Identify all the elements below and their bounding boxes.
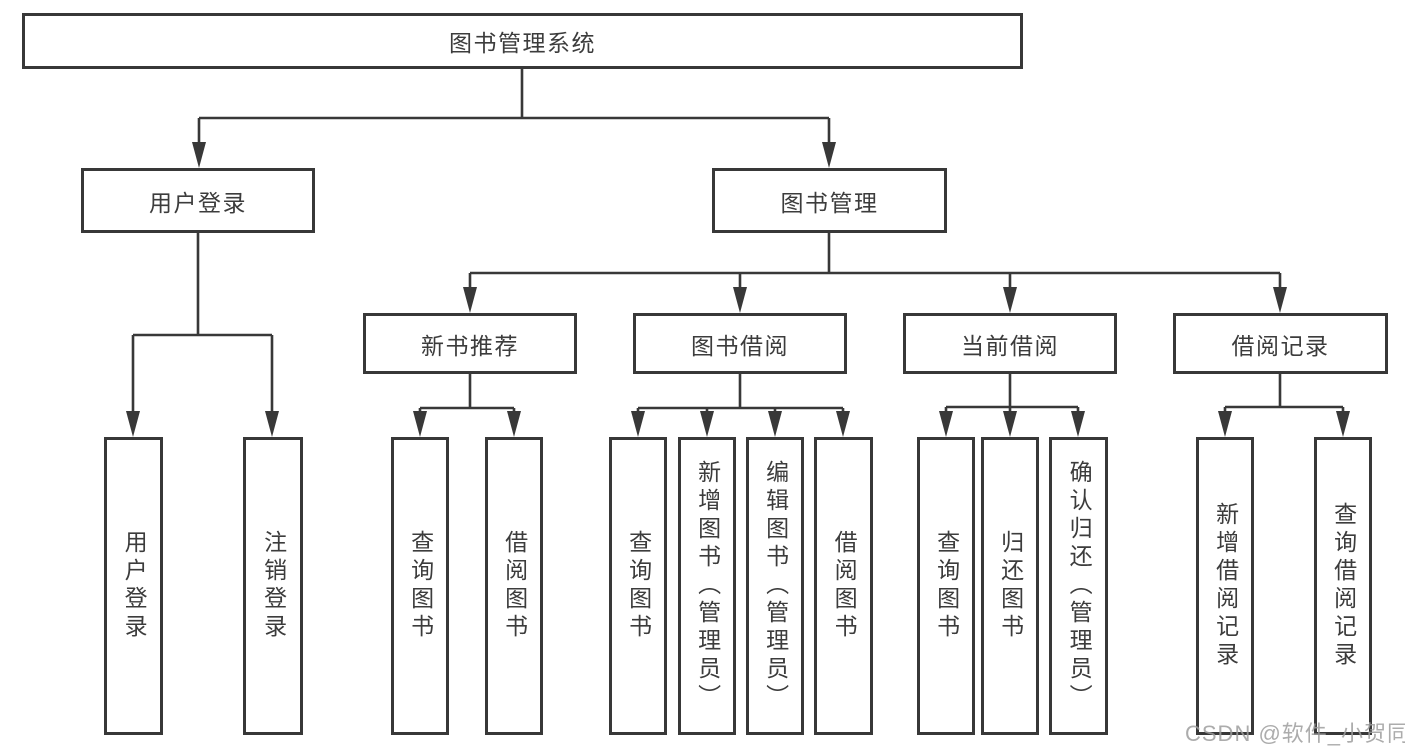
node-leaf-return-books: 归还图书 — [981, 437, 1039, 735]
node-leaf-edit-books-admin: 编辑图书（管理员） — [746, 437, 804, 735]
node-leaf-user-login: 用户登录 — [104, 437, 163, 735]
csdn-watermark: CSDN @软件_小贺同学 — [1185, 721, 1405, 746]
node-leaf-add-books-admin: 新增图书（管理员） — [678, 437, 736, 735]
node-leaf-borrow-books-2: 借阅图书 — [814, 437, 873, 735]
node-leaf-query-books-1: 查询图书 — [391, 437, 449, 735]
node-label: 编辑图书（管理员） — [762, 460, 789, 712]
node-label: 查询图书 — [625, 530, 652, 642]
node-label: 确认归还（管理员） — [1066, 460, 1093, 712]
node-book-management: 图书管理 — [712, 168, 947, 233]
node-label: 用户登录 — [121, 530, 148, 642]
node-label: 用户登录 — [149, 189, 247, 216]
node-leaf-add-borrow-record: 新增借阅记录 — [1196, 437, 1254, 735]
node-label: 图书借阅 — [691, 332, 789, 359]
node-label: 查询图书 — [407, 530, 434, 642]
node-root-library-system: 图书管理系统 — [22, 13, 1023, 69]
node-label: 新增图书（管理员） — [694, 460, 721, 712]
node-leaf-confirm-return-admin: 确认归还（管理员） — [1049, 437, 1108, 735]
node-label: 借阅图书 — [501, 530, 528, 642]
node-leaf-borrow-books-1: 借阅图书 — [485, 437, 543, 735]
node-user-login: 用户登录 — [81, 168, 315, 233]
node-label: 借阅记录 — [1231, 332, 1330, 359]
node-label: 查询借阅记录 — [1330, 502, 1357, 670]
node-leaf-query-books-3: 查询图书 — [917, 437, 975, 735]
node-label: 当前借阅 — [961, 332, 1059, 359]
node-label: 新书推荐 — [421, 332, 519, 359]
node-label: 图书管理系统 — [449, 30, 596, 56]
node-leaf-query-borrow-record: 查询借阅记录 — [1314, 437, 1372, 735]
node-current-borrowing: 当前借阅 — [903, 313, 1117, 374]
node-leaf-query-books-2: 查询图书 — [609, 437, 667, 735]
node-new-book-recommend: 新书推荐 — [363, 313, 577, 374]
node-label: 图书管理 — [780, 189, 879, 216]
node-label: 新增借阅记录 — [1212, 502, 1239, 670]
node-label: 注销登录 — [260, 530, 287, 642]
node-book-borrowing: 图书借阅 — [633, 313, 847, 374]
node-label: 查询图书 — [933, 530, 960, 642]
node-label: 借阅图书 — [831, 530, 858, 642]
node-borrowing-records: 借阅记录 — [1173, 313, 1388, 374]
node-leaf-logout: 注销登录 — [243, 437, 303, 735]
node-label: 归还图书 — [997, 530, 1024, 642]
